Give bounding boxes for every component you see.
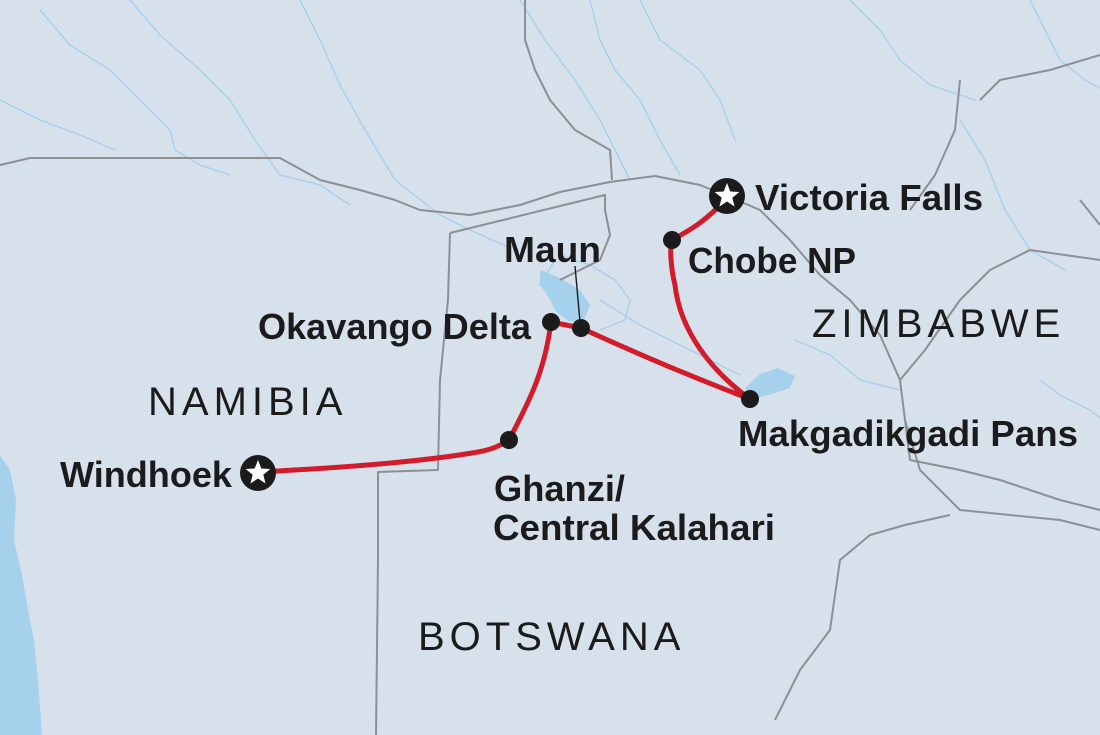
victoria-falls-star-marker[interactable] <box>709 178 745 214</box>
okavango-delta-marker[interactable] <box>542 313 560 331</box>
star-icon <box>714 183 740 207</box>
place-label-okavango-delta[interactable]: Okavango Delta <box>258 306 532 347</box>
ocean-water <box>0 455 42 735</box>
country-label-namibia: NAMIBIA <box>148 380 347 424</box>
place-label-chobe-np[interactable]: Chobe NP <box>688 240 856 281</box>
rivers <box>0 0 1100 419</box>
makgadikgadi-water <box>745 368 795 398</box>
place-label-central-kalahari[interactable]: Central Kalahari <box>493 507 775 548</box>
windhoek-star-marker[interactable] <box>240 455 276 491</box>
place-label-maun[interactable]: Maun <box>504 229 601 270</box>
chobe-np-marker[interactable] <box>663 231 681 249</box>
star-icon <box>245 460 271 484</box>
country-label-zimbabwe: ZIMBABWE <box>812 302 1065 346</box>
makgadikgadi-pans-marker[interactable] <box>741 390 759 408</box>
place-label-victoria-falls[interactable]: Victoria Falls <box>755 177 983 218</box>
place-label-makgadikgadi-pans[interactable]: Makgadikgadi Pans <box>738 413 1078 454</box>
maun-marker[interactable] <box>572 319 590 337</box>
country-label-botswana: BOTSWANA <box>418 615 685 659</box>
ghanzi-marker[interactable] <box>500 431 518 449</box>
place-label-ghanzi[interactable]: Ghanzi/ <box>494 468 625 509</box>
okavango-water <box>540 270 590 322</box>
maun-leader-line <box>574 265 581 323</box>
place-label-windhoek[interactable]: Windhoek <box>60 454 233 495</box>
route-line <box>255 195 753 475</box>
